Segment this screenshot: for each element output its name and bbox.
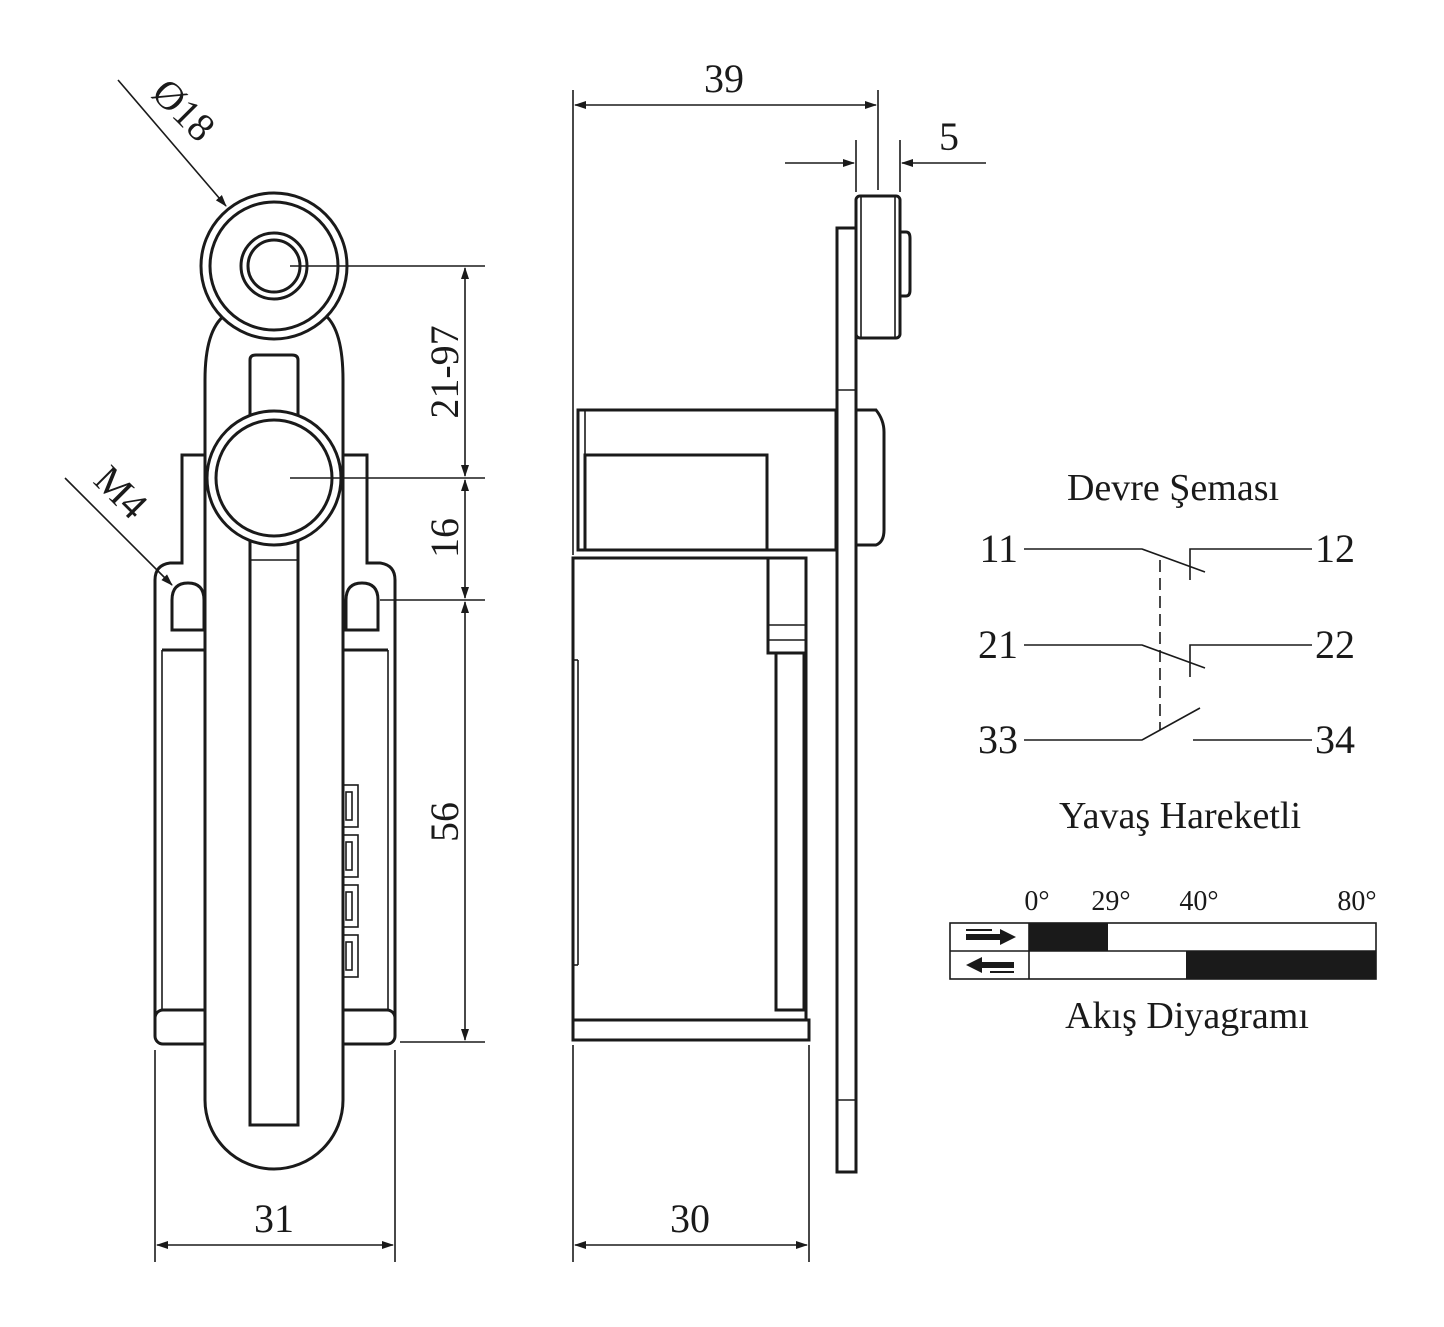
mount-hole-left — [170, 581, 206, 632]
flow-title: Akış Diyagramı — [1065, 995, 1309, 1037]
switch-body-front — [153, 453, 397, 1046]
angle-80: 80° — [1337, 886, 1376, 917]
dim-body-width: 31 — [254, 1196, 294, 1241]
lever-plate-side — [835, 226, 858, 1174]
terminal-11: 11 — [979, 526, 1018, 571]
flow-bar-return — [1186, 951, 1376, 979]
mount-hole-right — [344, 581, 380, 632]
flow-bar-forward — [1029, 923, 1108, 951]
dim-thread: M4 — [86, 457, 157, 528]
terminal-34: 34 — [1315, 717, 1355, 762]
dim-roller-width: 5 — [939, 114, 959, 159]
terminal-12: 12 — [1315, 526, 1355, 571]
terminal-22: 22 — [1315, 622, 1355, 667]
dim-body-depth: 30 — [670, 1196, 710, 1241]
angle-0: 0° — [1024, 886, 1049, 917]
circuit-title: Devre Şeması — [1067, 467, 1279, 509]
side-view: 39 5 30 — [571, 56, 986, 1262]
shaft-hub — [205, 409, 343, 547]
angle-29: 29° — [1091, 886, 1130, 917]
dim-lever-range: 21-97 — [422, 325, 467, 418]
dim-total-depth: 39 — [704, 56, 744, 101]
circuit-caption: Yavaş Hareketli — [1059, 795, 1301, 837]
forward-arrow-icon — [966, 929, 1016, 945]
angle-40: 40° — [1179, 886, 1218, 917]
return-arrow-icon — [966, 957, 1014, 973]
roller-side — [854, 194, 912, 340]
flow-diagram: 0° 29° 40° 80° Akış Diyagramı — [949, 886, 1377, 1037]
dim-body-height: 56 — [422, 802, 467, 842]
dim-roller-diameter: Ø18 — [144, 70, 225, 151]
terminal-21: 21 — [978, 622, 1018, 667]
terminal-33: 33 — [978, 717, 1018, 762]
front-view: Ø18 21-97 16 56 31 M4 — [64, 70, 485, 1262]
dim-shaft-offset: 16 — [422, 518, 467, 558]
circuit-diagram: Devre Şeması 11 12 21 22 33 34 Yavaş Har… — [978, 467, 1355, 837]
